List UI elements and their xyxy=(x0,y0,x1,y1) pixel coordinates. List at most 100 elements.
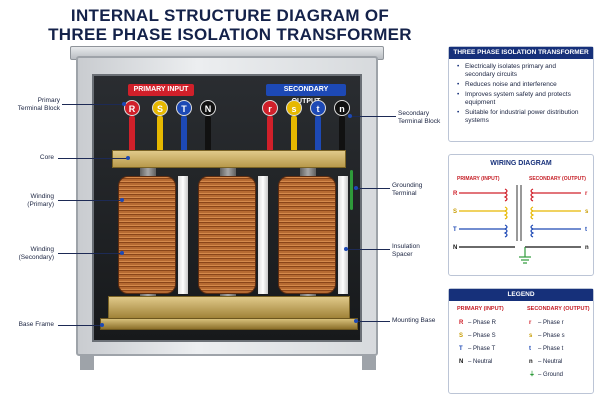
info-item: Improves system safety and protects equi… xyxy=(457,91,587,107)
leader-line xyxy=(356,321,390,322)
primary-coil-1 xyxy=(503,188,508,202)
legend-item-N: N– Neutral xyxy=(459,359,493,365)
legend-item-s: s– Phase s xyxy=(529,333,565,339)
terminal-primary-r: R xyxy=(124,100,140,116)
info-panel-title: THREE PHASE ISOLATION TRANSFORMER xyxy=(449,47,593,59)
leader-line xyxy=(58,158,128,159)
wiring-label-n: n xyxy=(585,245,589,251)
secondary-wire-n xyxy=(339,116,345,152)
info-panel: THREE PHASE ISOLATION TRANSFORMER Electr… xyxy=(448,46,594,142)
coil-phase-1 xyxy=(118,176,176,294)
leader-dot xyxy=(120,198,124,202)
wiring-label-s: s xyxy=(585,209,589,215)
leader-line xyxy=(62,104,124,105)
wiring-label-S: S xyxy=(453,209,457,215)
ground-wire xyxy=(350,170,353,210)
leader-dot xyxy=(354,319,358,323)
page-title: INTERNAL STRUCTURE DIAGRAM OF THREE PHAS… xyxy=(40,6,420,44)
legend-title: LEGEND xyxy=(449,289,593,301)
info-item: Reduces noise and interference xyxy=(457,81,587,89)
callout-grounding-terminal: Grounding Terminal xyxy=(392,182,423,197)
callout-winding-secondary: Winding (Secondary) xyxy=(18,246,54,261)
info-list: Electrically isolates primary and second… xyxy=(449,59,593,131)
callout-winding-primary: Winding (Primary) xyxy=(27,193,54,208)
enclosure-foot xyxy=(80,356,94,370)
secondary-output-label: SECONDARY OUTPUT xyxy=(266,84,346,105)
leader-dot xyxy=(344,247,348,251)
legend-item-r: r– Phase r xyxy=(529,320,564,326)
leader-dot xyxy=(100,323,104,327)
core-clamp-bottom xyxy=(108,296,350,320)
wiring-primary-head: PRIMARY (INPUT) xyxy=(457,176,500,182)
terminal-secondary-r: r xyxy=(262,100,278,116)
enclosure-foot xyxy=(362,356,376,370)
coil-phase-2 xyxy=(198,176,256,294)
secondary-wire-s xyxy=(291,116,297,152)
primary-wire-t xyxy=(181,116,187,152)
leader-line xyxy=(350,116,396,117)
legend-item-S: S– Phase S xyxy=(459,333,496,339)
secondary-wire-t xyxy=(315,116,321,152)
callout-base-frame: Base Frame xyxy=(18,321,54,328)
callout-core: Core xyxy=(39,154,54,161)
wiring-secondary-head: SECONDARY (OUTPUT) xyxy=(529,176,586,182)
legend-secondary-head: SECONDARY (OUTPUT) xyxy=(527,306,590,312)
mounting-base xyxy=(100,318,358,330)
callout-secondary-terminal-block: Secondary Terminal Block xyxy=(398,110,441,125)
terminal-secondary-s: s xyxy=(286,100,302,116)
wiring-label-t: t xyxy=(585,227,587,233)
secondary-wire-r xyxy=(267,116,273,152)
callout-primary-terminal-block: Primary Terminal Block xyxy=(17,97,60,112)
legend-item-ground: ⏚– Ground xyxy=(529,372,564,378)
insulation-spacer xyxy=(258,176,268,294)
ground-icon: ⏚ xyxy=(529,372,536,378)
wiring-label-R: R xyxy=(453,191,458,197)
core-clamp-top xyxy=(112,150,346,168)
legend-panel: LEGEND PRIMARY (INPUT) SECONDARY (OUTPUT… xyxy=(448,288,594,394)
primary-wire-r xyxy=(129,116,135,152)
wiring-label-N: N xyxy=(453,245,457,251)
info-item: Electrically isolates primary and second… xyxy=(457,63,587,79)
leader-dot xyxy=(120,251,124,255)
leader-line xyxy=(58,253,122,254)
wiring-diagram-title: WIRING DIAGRAM xyxy=(490,160,552,167)
wiring-diagram-panel: WIRING DIAGRAM PRIMARY (INPUT) SECONDARY… xyxy=(448,154,594,276)
legend-item-R: R– Phase R xyxy=(459,320,497,326)
coil-phase-3 xyxy=(278,176,336,294)
wiring-label-T: T xyxy=(453,227,457,233)
title-line-2: THREE PHASE ISOLATION TRANSFORMER xyxy=(48,25,412,44)
terminal-secondary-t: t xyxy=(310,100,326,116)
primary-coil-3 xyxy=(503,224,508,238)
leader-dot xyxy=(348,114,352,118)
callout-mounting-base: Mounting Base xyxy=(392,317,436,324)
secondary-coil-3 xyxy=(530,224,535,238)
primary-wire-n xyxy=(205,116,211,152)
terminal-primary-s: S xyxy=(152,100,168,116)
leader-line xyxy=(58,200,122,201)
primary-wire-s xyxy=(157,116,163,152)
legend-item-t: t– Phase t xyxy=(529,346,564,352)
leader-line xyxy=(356,188,390,189)
primary-input-label: PRIMARY INPUT xyxy=(128,84,194,96)
primary-coil-2 xyxy=(503,206,508,220)
legend-primary-head: PRIMARY (INPUT) xyxy=(457,306,504,312)
insulation-spacer xyxy=(178,176,188,294)
wiring-diagram-svg: R S T N r s t n xyxy=(453,185,589,264)
insulation-spacer xyxy=(338,176,348,294)
callout-insulation-spacer: Insulation Spacer xyxy=(392,243,420,258)
legend-item-T: T– Phase T xyxy=(459,346,496,352)
title-line-1: INTERNAL STRUCTURE DIAGRAM OF xyxy=(70,6,390,25)
info-item: Suitable for industrial power distributi… xyxy=(457,109,587,125)
leader-line xyxy=(346,249,390,250)
terminal-primary-n: N xyxy=(200,100,216,116)
terminal-secondary-n: n xyxy=(334,100,350,116)
secondary-coil-2 xyxy=(530,206,535,220)
leader-dot xyxy=(126,156,130,160)
leader-line xyxy=(58,325,102,326)
wiring-label-r: r xyxy=(585,191,588,197)
legend-item-n: n– Neutral xyxy=(529,359,563,365)
secondary-coil-1 xyxy=(530,188,535,202)
leader-dot xyxy=(354,186,358,190)
leader-dot xyxy=(122,102,126,106)
terminal-primary-t: T xyxy=(176,100,192,116)
